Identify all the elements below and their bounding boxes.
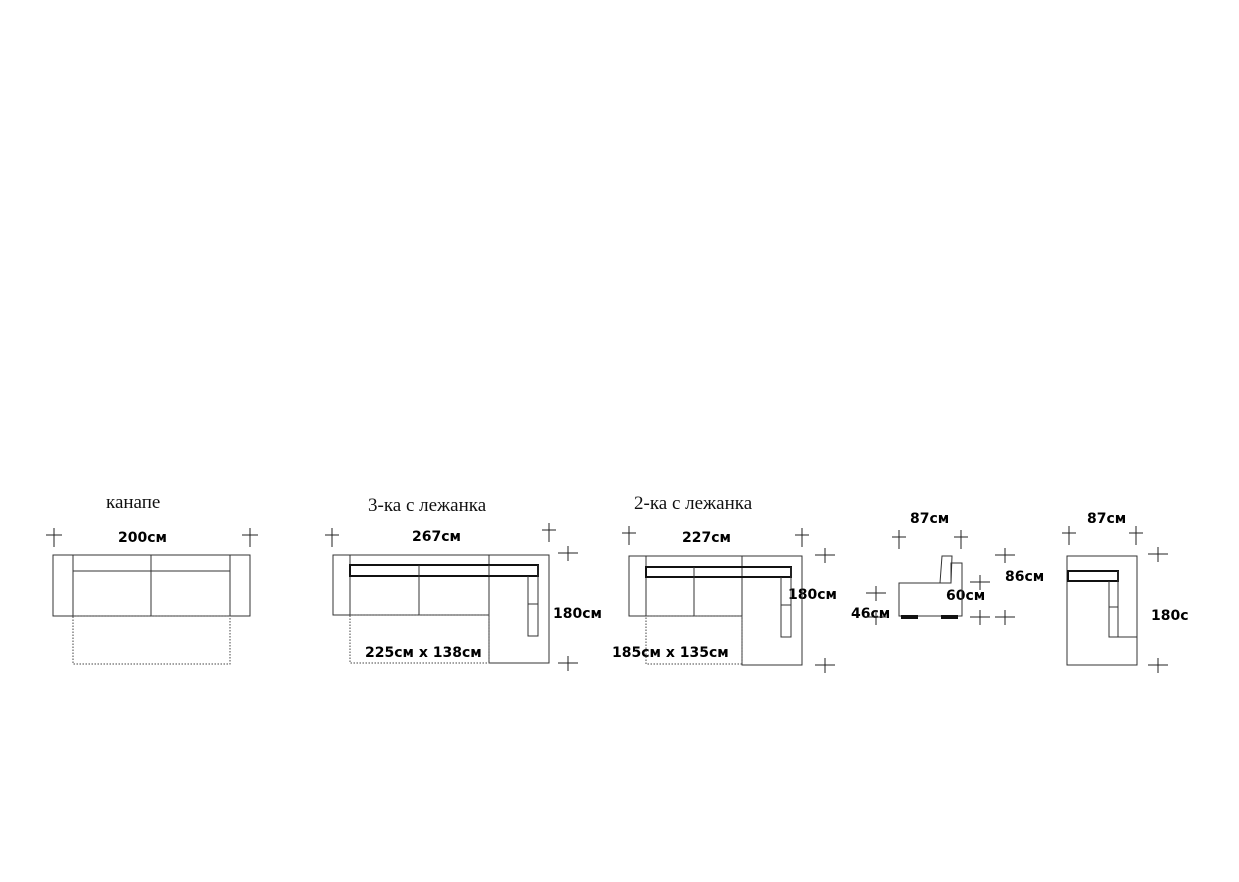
- corner2-depth-label: 180см: [788, 587, 837, 603]
- sofa-width-label: 200см: [118, 530, 167, 546]
- chaise-dimension-markers: [1062, 526, 1168, 673]
- chaise-length-label: 180с: [1151, 608, 1189, 624]
- side-height-label: 86см: [1005, 569, 1044, 585]
- side-group: 87см 46см 60см 86см: [851, 511, 1044, 625]
- chaise-depth-label: 87см: [1087, 511, 1126, 527]
- sofa-dimension-markers: [46, 528, 258, 547]
- side-depth-label: 87см: [910, 511, 949, 527]
- corner2-group: 2-ка с лежанка 227см 180см 185см x 135см: [612, 493, 837, 673]
- chaise-top-view: [1066, 555, 1138, 666]
- corner3-top-view: [332, 554, 550, 664]
- corner3-depth-label: 180см: [553, 606, 602, 622]
- corner2-title: 2-ка с лежанка: [634, 493, 753, 514]
- side-seat-depth-label: 60см: [946, 588, 985, 604]
- corner2-bed-extension: [645, 615, 743, 665]
- corner2-top-view: [628, 555, 803, 666]
- corner3-group: 3-ка с лежанка 267см 180см 225см x 138см: [325, 495, 602, 671]
- side-dimension-markers: [866, 530, 1015, 625]
- sofa-top-view: [52, 554, 251, 617]
- sofa-group: канапе 200см: [46, 492, 258, 665]
- corner3-title: 3-ка с лежанка: [368, 495, 487, 516]
- front-foot: [901, 615, 918, 619]
- corner2-width-label: 227см: [682, 530, 731, 546]
- sofa-title: канапе: [106, 492, 160, 513]
- side-seat-height-label: 46см: [851, 606, 890, 622]
- corner3-dimension-markers: [325, 523, 578, 671]
- corner3-bed-label: 225см x 138см: [365, 645, 482, 661]
- sofa-bed-extension: [72, 615, 231, 665]
- corner3-bed-extension: [349, 614, 490, 664]
- side-profile-view: [898, 555, 963, 619]
- chaise-group: 87см 180с: [1062, 511, 1189, 673]
- corner2-dimension-markers: [622, 526, 835, 673]
- back-foot: [941, 615, 958, 619]
- corner2-bed-label: 185см x 135см: [612, 645, 729, 661]
- corner3-width-label: 267см: [412, 529, 461, 545]
